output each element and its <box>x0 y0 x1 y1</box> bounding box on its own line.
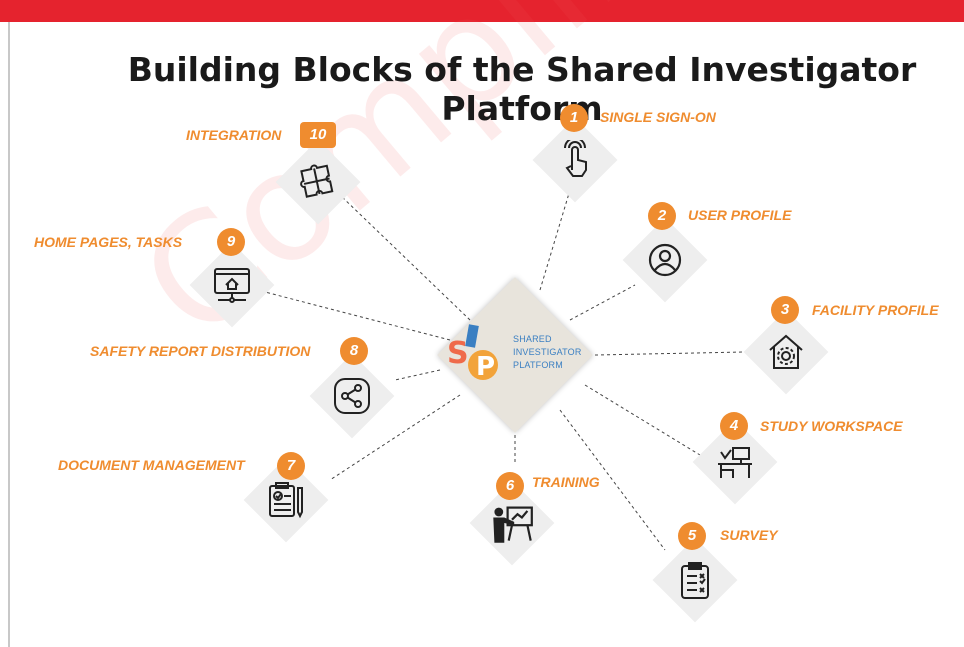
block-4-badge: 4 <box>720 412 748 440</box>
block-6-badge: 6 <box>496 472 524 500</box>
block-user-profile <box>622 217 708 303</box>
home-browser-icon <box>214 268 250 303</box>
block-training <box>469 480 555 566</box>
block-study-workspace <box>692 419 778 505</box>
page-title: Building Blocks of the Shared Investigat… <box>127 50 917 128</box>
block-safety-report-distribution <box>309 353 395 439</box>
connector-9 <box>264 291 451 341</box>
block-5-label: SURVEY <box>720 527 778 543</box>
block-integration <box>275 139 361 225</box>
left-border-line <box>8 22 10 647</box>
block-5-badge: 5 <box>678 522 706 550</box>
connector-10 <box>339 194 471 321</box>
svg-text:P: P <box>476 352 495 382</box>
block-survey <box>652 537 738 623</box>
block-3-label: FACILITY PROFILE <box>812 302 939 318</box>
facility-gear-icon <box>769 334 803 369</box>
block-9-label: HOME PAGES, TASKS <box>34 234 183 250</box>
block-1-badge: 1 <box>560 104 588 132</box>
document-pen-icon <box>269 482 303 519</box>
block-10-badge: 10 <box>300 122 336 148</box>
connector-7 <box>329 394 461 481</box>
svg-text:S: S <box>447 336 469 371</box>
sip-logo-icon: S P <box>447 324 498 382</box>
hub-text: SHARED INVESTIGATOR PLATFORM <box>513 333 582 372</box>
platform-hub: S P SHARED INVESTIGATOR PLATFORM <box>435 275 595 435</box>
connector-8 <box>394 369 441 381</box>
connector-5 <box>559 409 666 551</box>
block-3-badge: 3 <box>771 296 799 324</box>
block-facility-profile <box>743 309 829 395</box>
block-8-badge: 8 <box>340 337 368 365</box>
user-icon <box>648 243 682 277</box>
block-2-badge: 2 <box>648 202 676 230</box>
block-single-sign-on <box>532 117 618 203</box>
desk-icon <box>718 447 752 478</box>
block-10-label: INTEGRATION <box>186 127 282 143</box>
block-2-label: USER PROFILE <box>688 207 792 223</box>
touch-icon <box>564 140 587 177</box>
puzzle-icon <box>300 164 334 198</box>
connector-2 <box>569 284 636 321</box>
share-icon <box>334 378 370 414</box>
block-7-label: DOCUMENT MANAGEMENT <box>58 457 245 473</box>
connector-3 <box>594 351 746 356</box>
top-red-bar <box>0 0 964 22</box>
block-9-badge: 9 <box>217 228 245 256</box>
connector-4 <box>584 384 701 456</box>
hub-text-line-3: PLATFORM <box>513 360 563 370</box>
block-6-label: TRAINING <box>532 474 600 490</box>
hub-text-line-2: INVESTIGATOR <box>513 347 582 357</box>
clipboard-checklist-icon <box>681 562 709 599</box>
presenter-icon <box>493 506 533 543</box>
block-7-badge: 7 <box>277 452 305 480</box>
block-1-label: SINGLE SIGN-ON <box>600 109 716 125</box>
block-home-pages-tasks <box>189 242 275 328</box>
hub-text-line-1: SHARED <box>513 334 552 344</box>
block-document-management <box>243 457 329 543</box>
block-8-label: SAFETY REPORT DISTRIBUTION <box>90 343 311 359</box>
block-4-label: STUDY WORKSPACE <box>760 418 903 434</box>
